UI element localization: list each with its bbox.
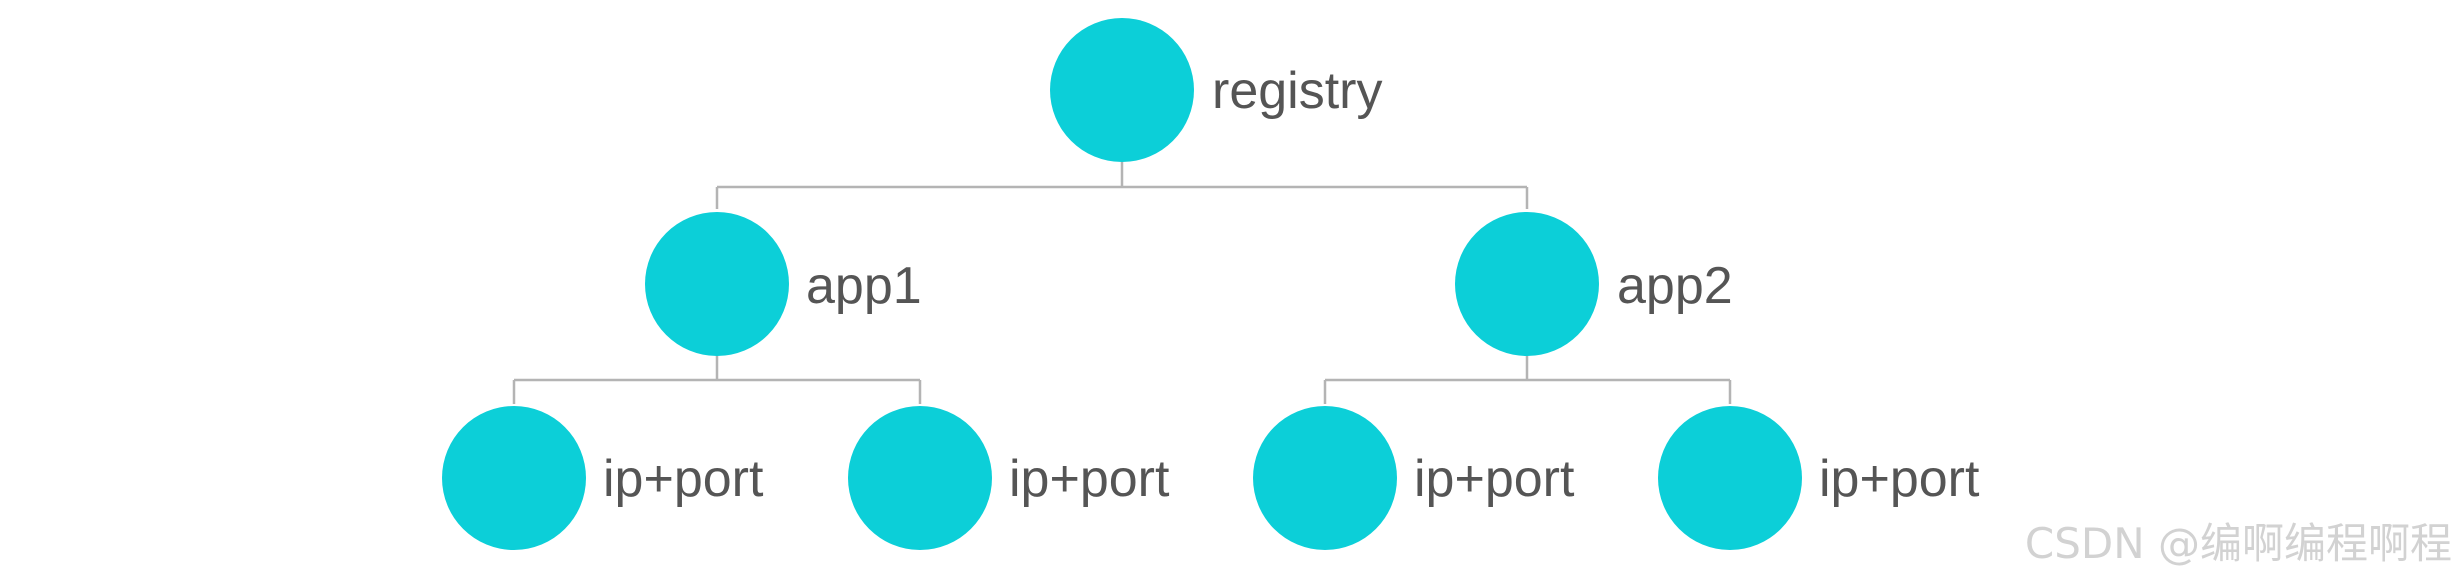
node-endpoint-4-label: ip+port [1819,450,1980,508]
node-app1: app1 [645,212,922,356]
node-endpoint-3: ip+port [1253,406,1575,550]
node-endpoint-4: ip+port [1658,406,1980,550]
node-endpoint-1-circle [442,406,586,550]
node-endpoint-2-label: ip+port [1009,450,1170,508]
connectors-app1 [512,355,922,404]
node-registry-circle [1050,18,1194,162]
connectors-app2 [1323,355,1732,404]
node-endpoint-3-label: ip+port [1414,450,1575,508]
csdn-watermark: CSDN @编啊编程啊程 [2025,519,2452,568]
node-registry-label: registry [1212,62,1382,120]
node-endpoint-2: ip+port [848,406,1170,550]
node-app1-label: app1 [806,257,922,315]
node-registry: registry [1050,18,1382,162]
node-app1-circle [645,212,789,356]
connectors-level-1 [715,160,1529,209]
node-app2-label: app2 [1617,257,1733,315]
node-app2-circle [1455,212,1599,356]
node-endpoint-2-circle [848,406,992,550]
node-endpoint-1: ip+port [442,406,764,550]
node-app2: app2 [1455,212,1733,356]
node-endpoint-3-circle [1253,406,1397,550]
node-endpoint-1-label: ip+port [603,450,764,508]
node-endpoint-4-circle [1658,406,1802,550]
